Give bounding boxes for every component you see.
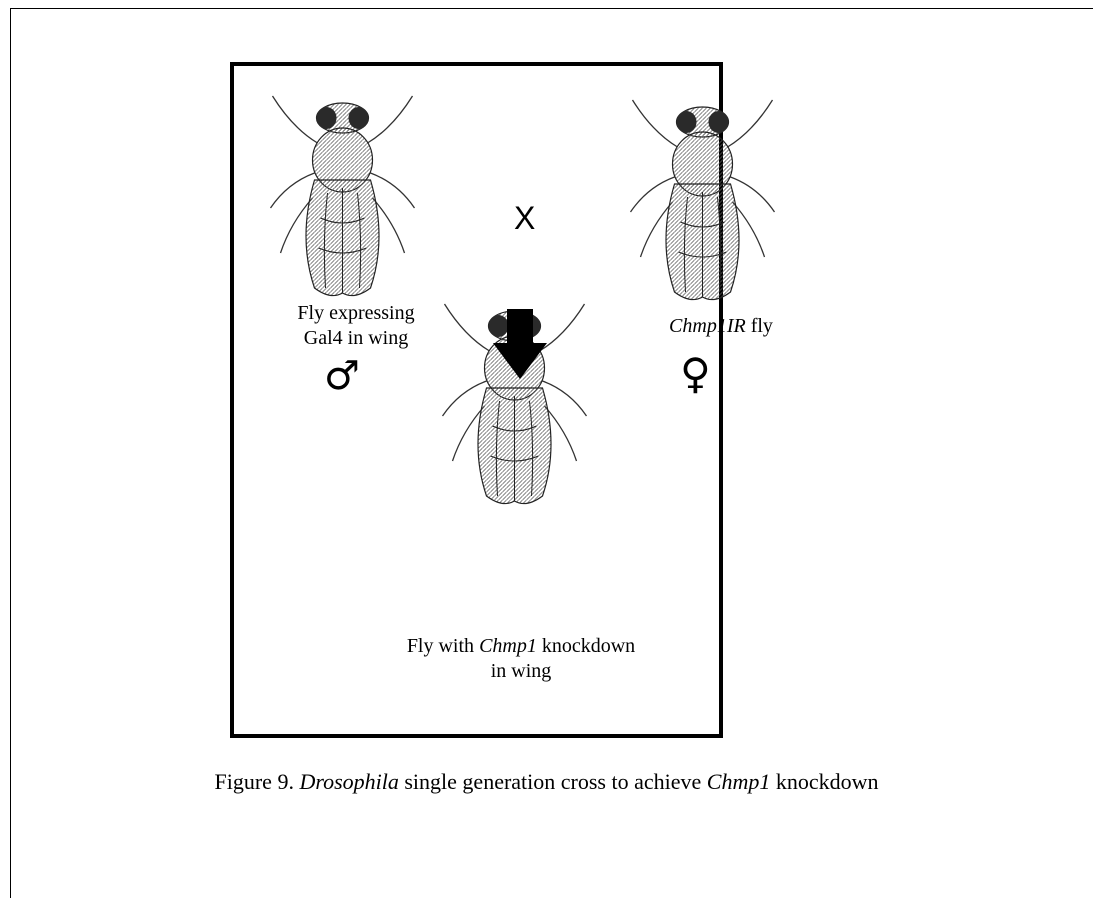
- left-parent-label: Fly expressing Gal4 in wing: [256, 301, 456, 351]
- left-label-line-2: Gal4 in wing: [256, 326, 456, 351]
- right-parent-label: Chmp1IR fly: [636, 314, 806, 339]
- offspring-label-line-2: in wing: [346, 659, 696, 684]
- offspring-label-line-1: Fly with Chmp1 knockdown: [346, 634, 696, 659]
- cross-symbol: X: [514, 200, 535, 237]
- offspring-label: Fly with Chmp1 knockdown in wing: [346, 634, 696, 684]
- right-label-rest: fly: [746, 315, 773, 337]
- right-label-gene: Chmp1IR: [669, 315, 746, 337]
- female-symbol-icon: ♀: [680, 350, 711, 398]
- fly-parent-left: [260, 88, 425, 300]
- male-symbol-icon: ♂: [324, 354, 360, 398]
- figure-caption: Figure 9. Drosophila single generation c…: [0, 768, 1093, 796]
- left-label-line-1: Fly expressing: [256, 301, 456, 326]
- down-arrow-icon: [493, 309, 547, 379]
- fly-parent-right: [620, 92, 785, 304]
